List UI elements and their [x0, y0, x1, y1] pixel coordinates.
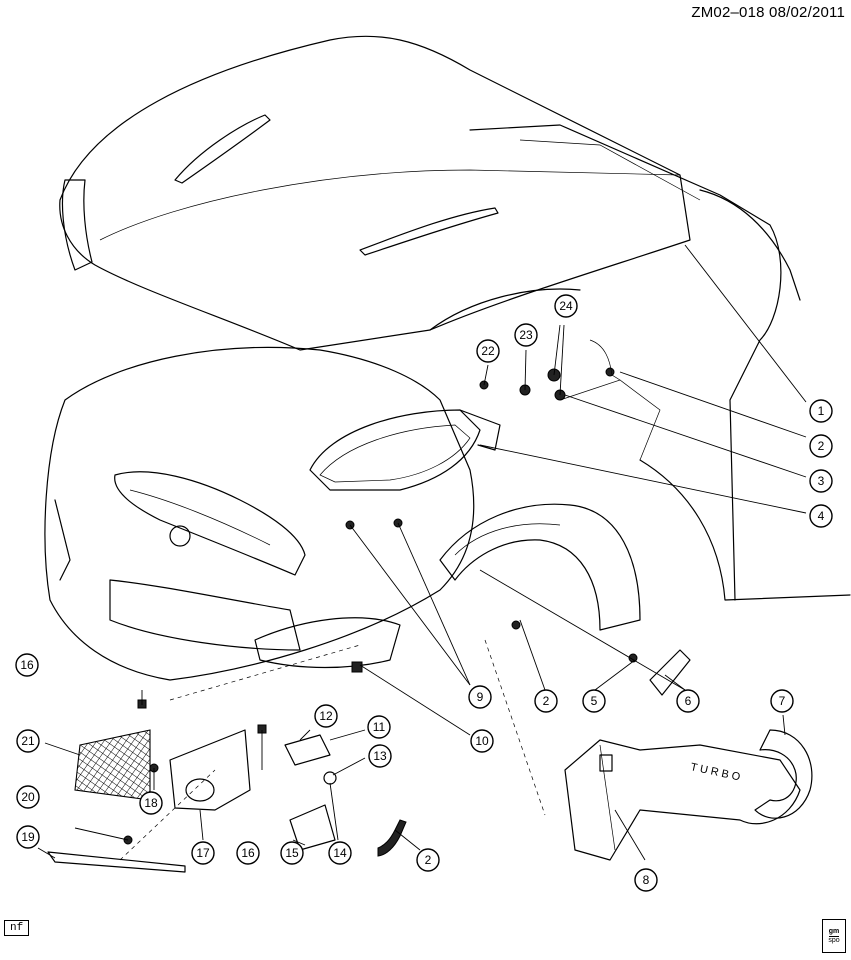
svg-text:2: 2 — [425, 853, 432, 867]
svg-text:8: 8 — [643, 873, 650, 887]
drawing-id: ZM02–018 08/02/2011 — [691, 4, 845, 21]
air-intake-duct — [564, 739, 801, 861]
front-fascia — [44, 346, 475, 681]
callout-24: 24 — [554, 294, 578, 318]
svg-text:17: 17 — [196, 846, 210, 860]
logo-line-2: spo — [828, 936, 840, 944]
callout-21: 21 — [16, 729, 40, 753]
callout-20: 20 — [16, 785, 40, 809]
callout-23: 23 — [514, 323, 538, 347]
lower-molding — [47, 851, 186, 873]
callout-14: 14 — [328, 841, 352, 865]
svg-text:1: 1 — [818, 404, 825, 418]
grille-insert — [74, 729, 151, 801]
headlamp-assembly — [309, 409, 501, 491]
callout-18: 18 — [139, 791, 163, 815]
svg-text:23: 23 — [519, 328, 533, 342]
svg-text:2: 2 — [818, 439, 825, 453]
callout-16: 16 — [236, 841, 260, 865]
svg-text:24: 24 — [559, 299, 573, 313]
svg-text:18: 18 — [144, 796, 158, 810]
svg-text:19: 19 — [21, 830, 35, 844]
callout-16: 16 — [15, 653, 39, 677]
svg-text:13: 13 — [373, 749, 387, 763]
body-outline — [429, 124, 851, 601]
callout-2: 2 — [416, 848, 440, 872]
wheelhouse-liner — [439, 503, 641, 631]
duct-seal — [754, 729, 813, 819]
callout-15: 15 — [280, 841, 304, 865]
callout-4: 4 — [809, 504, 833, 528]
nf-badge: nf — [4, 920, 30, 936]
svg-text:22: 22 — [481, 344, 495, 358]
svg-text:16: 16 — [241, 846, 255, 860]
svg-text:12: 12 — [319, 709, 333, 723]
callout-1: 1 — [809, 399, 833, 423]
callout-19: 19 — [16, 825, 40, 849]
svg-text:5: 5 — [591, 694, 598, 708]
callout-10: 10 — [470, 729, 494, 753]
callout-7: 7 — [770, 689, 794, 713]
fasteners — [123, 367, 638, 845]
svg-text:14: 14 — [333, 846, 347, 860]
callout-2: 2 — [534, 689, 558, 713]
svg-text:21: 21 — [21, 734, 35, 748]
svg-text:10: 10 — [475, 734, 489, 748]
callout-3: 3 — [809, 469, 833, 493]
svg-text:16: 16 — [20, 658, 34, 672]
callout-13: 13 — [368, 744, 392, 768]
callout-2: 2 — [809, 434, 833, 458]
logo-line-1: gm — [828, 927, 840, 937]
side-marker-lamp — [649, 649, 691, 696]
callout-11: 11 — [367, 715, 391, 739]
svg-text:3: 3 — [818, 474, 825, 488]
callout-22: 22 — [476, 339, 500, 363]
callout-5: 5 — [582, 689, 606, 713]
callout-17: 17 — [191, 841, 215, 865]
svg-text:2: 2 — [543, 694, 550, 708]
hood — [59, 35, 691, 351]
wiring-harness — [589, 339, 621, 381]
svg-text:15: 15 — [285, 846, 299, 860]
svg-text:4: 4 — [818, 509, 825, 523]
callout-6: 6 — [676, 689, 700, 713]
fog-lamp-components — [284, 734, 407, 857]
svg-text:6: 6 — [685, 694, 692, 708]
fog-lamp-bezel — [169, 729, 251, 811]
callout-8: 8 — [634, 868, 658, 892]
turbo-embossing: T U R B O — [689, 761, 741, 783]
svg-text:11: 11 — [373, 720, 386, 734]
svg-text:20: 20 — [21, 790, 35, 804]
callout-9: 9 — [468, 685, 492, 709]
svg-text:9: 9 — [477, 690, 484, 704]
gm-spo-logo: gm spo — [822, 919, 846, 953]
callout-12: 12 — [314, 704, 338, 728]
svg-text:7: 7 — [779, 694, 786, 708]
leader-lines — [37, 244, 807, 861]
